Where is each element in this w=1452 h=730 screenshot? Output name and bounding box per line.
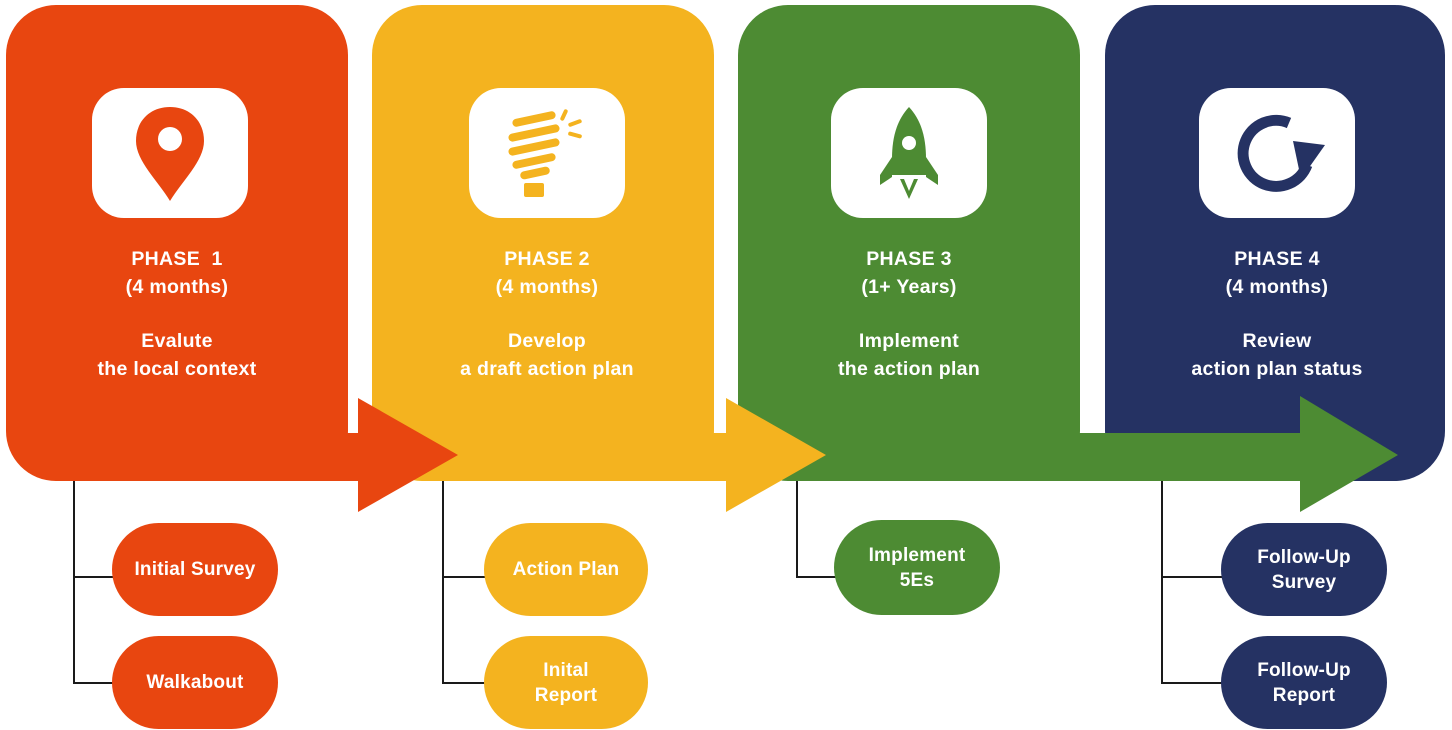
rocket-icon xyxy=(880,107,938,199)
arrow-phase-2-to-3 xyxy=(620,398,826,512)
phase-4-branch-1 xyxy=(1161,576,1223,578)
lightbulb-icon xyxy=(508,109,582,197)
phase-2-card xyxy=(372,5,714,481)
phase-2-branch-1 xyxy=(442,576,486,578)
deliverable-implement-5es: Implement 5Es xyxy=(834,520,1000,615)
deliverable-label-line1: Implement xyxy=(868,544,966,566)
deliverable-walkabout: Walkabout xyxy=(112,636,278,729)
phase-2-icon-box xyxy=(469,88,625,218)
deliverable-initial-survey: Initial Survey xyxy=(112,523,278,616)
phase-2-description-line1: Develop xyxy=(508,330,586,352)
phase-3-description-line2: the action plan xyxy=(837,358,981,380)
phase-3-text: PHASE 3 (1+ Years) Implement the action … xyxy=(744,245,1074,383)
phase-1-card xyxy=(6,5,348,481)
phase-2-connector xyxy=(442,481,444,683)
deliverable-label-line2: 5Es xyxy=(899,569,935,591)
refresh-cycle-icon xyxy=(1237,114,1325,192)
phase-3-icon-box xyxy=(831,88,987,218)
deliverable-label-line1: Follow-Up xyxy=(1257,659,1351,681)
location-pin-icon xyxy=(136,107,204,201)
phase-2-duration: (4 months) xyxy=(495,276,599,298)
phase-4-description-line1: Review xyxy=(1242,330,1312,352)
phase-3-connector xyxy=(796,481,798,577)
phase-3-branch-1 xyxy=(796,576,838,578)
phase-3-description-line1: Implement xyxy=(858,330,960,352)
deliverable-action-plan: Action Plan xyxy=(484,523,648,616)
deliverable-label: Action Plan xyxy=(512,559,620,580)
phase-4-text: PHASE 4 (4 months) Review action plan st… xyxy=(1112,245,1442,383)
deliverable-label-line2: Report xyxy=(1272,684,1336,706)
phase-1-description-line2: the local context xyxy=(97,358,257,380)
deliverable-label-line2: Report xyxy=(534,684,598,706)
phase-4-duration: (4 months) xyxy=(1225,276,1329,298)
deliverable-label: Initial Survey xyxy=(134,559,256,580)
phase-2-branch-2 xyxy=(442,682,486,684)
phase-2-title: PHASE 2 xyxy=(504,248,590,270)
phase-1-icon-box xyxy=(92,88,248,218)
arrow-phase-1-to-2 xyxy=(255,398,458,512)
deliverable-follow-up-report: Follow-Up Report xyxy=(1221,636,1387,729)
phase-1-branch-1 xyxy=(73,576,115,578)
phase-1-text: PHASE 1 (4 months) Evalute the local con… xyxy=(12,245,342,383)
phase-2-description-line2: a draft action plan xyxy=(460,358,634,380)
phase-1-description-line1: Evalute xyxy=(141,330,213,352)
phase-2-text: PHASE 2 (4 months) Develop a draft actio… xyxy=(382,245,712,383)
deliverable-label: Walkabout xyxy=(146,672,244,693)
phase-3-duration: (1+ Years) xyxy=(861,276,957,298)
phase-4-card xyxy=(1105,5,1445,481)
phase-1-duration: (4 months) xyxy=(125,276,229,298)
phase-4-title: PHASE 4 xyxy=(1234,248,1320,270)
phase-1-title: PHASE 1 xyxy=(131,248,223,270)
deliverable-label-line1: Inital xyxy=(543,659,589,681)
deliverable-follow-up-survey: Follow-Up Survey xyxy=(1221,523,1387,616)
phase-3-title: PHASE 3 xyxy=(866,248,952,270)
phase-4-branch-2 xyxy=(1161,682,1223,684)
phase-3-card xyxy=(738,5,1080,481)
phase-4-icon-box xyxy=(1199,88,1355,218)
phase-1-connector xyxy=(73,481,75,683)
arrow-phase-3-to-4 xyxy=(1000,396,1398,512)
phase-1-branch-2 xyxy=(73,682,115,684)
deliverable-inital-report: Inital Report xyxy=(484,636,648,729)
phase-4-connector xyxy=(1161,481,1163,683)
deliverable-label-line1: Follow-Up xyxy=(1257,546,1351,568)
deliverable-label-line2: Survey xyxy=(1271,571,1337,593)
phase-4-description-line2: action plan status xyxy=(1191,358,1363,380)
